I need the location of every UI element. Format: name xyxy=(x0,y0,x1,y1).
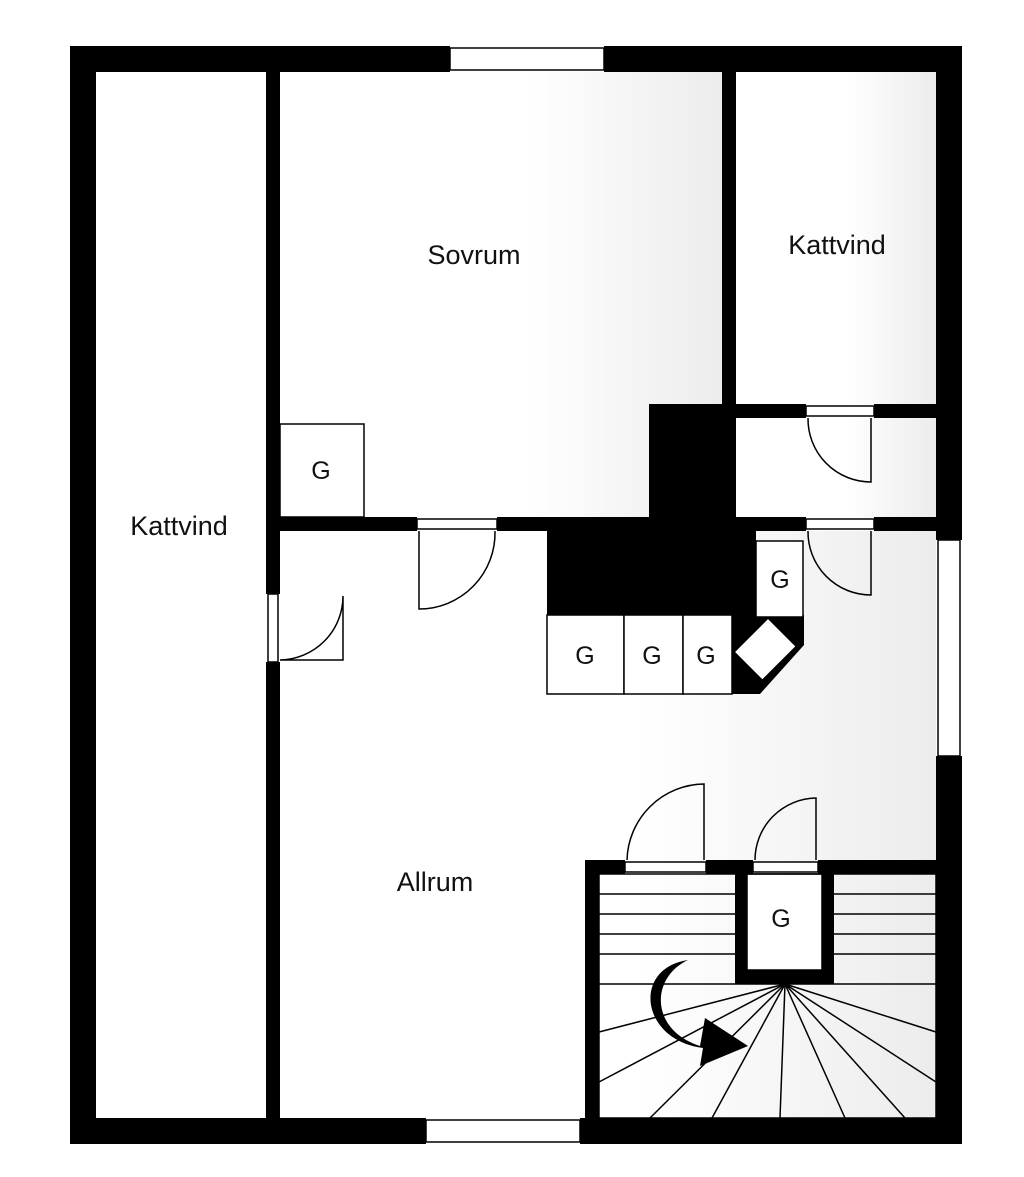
closet-row-3 xyxy=(682,614,733,695)
room-label-kattvind-right: Kattvind xyxy=(788,230,886,260)
door-swing-sovrum xyxy=(418,530,496,610)
closet-label-row-1: G xyxy=(575,642,594,670)
closet-hall xyxy=(755,540,804,618)
door-swing-stair-closet xyxy=(754,797,817,861)
floor-hall xyxy=(736,418,936,519)
closet-label-row-2: G xyxy=(642,642,661,670)
door-swing-kattvind-right xyxy=(807,417,872,483)
windows xyxy=(425,47,961,1143)
stair-winder xyxy=(598,983,786,1083)
chimney-joint xyxy=(649,517,736,531)
stair-closet-left xyxy=(735,874,747,984)
door-opening-kattvind-right xyxy=(805,405,875,417)
closet-sovrum xyxy=(279,423,365,518)
stair-wall-top-b xyxy=(706,860,753,874)
outer-wall-left xyxy=(70,46,96,1144)
stair-closet-right xyxy=(822,874,834,984)
inner-wall-kattvind-lower xyxy=(266,662,280,1118)
walls xyxy=(70,46,962,1144)
door-swing-stair xyxy=(626,783,705,861)
inner-wall-sovrum-bottom-a xyxy=(280,517,417,531)
room-label-kattvind-left: Kattvind xyxy=(130,511,228,541)
inner-wall-kattvind-bottom-b xyxy=(874,404,936,418)
stair-winder xyxy=(598,983,786,1033)
stair-winder xyxy=(711,983,786,1119)
stair-closet-bottom xyxy=(735,970,834,984)
door-swings xyxy=(279,417,872,861)
closet-row-2 xyxy=(623,614,684,695)
inner-wall-hall-bottom-b xyxy=(874,517,936,531)
floor-kattvind-left xyxy=(96,72,268,1118)
outer-wall-top-right xyxy=(604,46,962,72)
stair-winder xyxy=(784,983,906,1119)
outer-wall-right-bottom xyxy=(936,756,962,1144)
closet-label-row-3: G xyxy=(696,642,715,670)
door-opening-hall xyxy=(805,518,875,530)
window-top xyxy=(449,47,605,71)
outer-wall-bottom-right xyxy=(580,1118,962,1144)
closet-label-hall: G xyxy=(770,566,789,594)
stair-direction-arrow xyxy=(650,960,748,1066)
floor-kattvind-right xyxy=(736,72,936,406)
door-opening-stair xyxy=(624,861,707,873)
inner-wall-hall-bottom-a xyxy=(736,517,806,531)
room-label-allrum: Allrum xyxy=(397,867,474,897)
room-label-sovrum: Sovrum xyxy=(427,240,520,270)
door-swing-kattvind xyxy=(279,595,344,661)
stair-winder xyxy=(784,983,937,1083)
stair-wall-left xyxy=(585,860,599,1118)
stair-wall-top-c xyxy=(818,860,936,874)
closet-stair xyxy=(746,873,823,971)
window-right xyxy=(937,539,961,757)
inner-wall-kattvind-bottom-a xyxy=(722,404,806,418)
outer-wall-top-left xyxy=(70,46,450,72)
window-bottom xyxy=(425,1119,581,1143)
closet-label-sovrum: G xyxy=(311,457,330,485)
stair-winder xyxy=(779,983,786,1119)
stair-well xyxy=(598,873,937,1119)
door-swing-hall xyxy=(807,530,872,596)
door-opening-kattvind xyxy=(267,593,279,663)
closet-label-stair: G xyxy=(771,905,790,933)
closet-chimney-diagonal xyxy=(732,616,798,682)
inner-wall-sovrum-right xyxy=(722,72,736,406)
outer-wall-bottom-left xyxy=(70,1118,426,1144)
chimney-mass xyxy=(547,404,756,615)
door-openings xyxy=(267,405,875,873)
stair-winder xyxy=(784,983,937,1033)
door-opening-stair-closet xyxy=(752,861,819,873)
outer-wall-right-top xyxy=(936,46,962,540)
closets xyxy=(279,423,823,971)
door-opening-sovrum xyxy=(416,518,498,530)
stair-winder xyxy=(784,983,846,1119)
inner-wall-sovrum-bottom-b xyxy=(497,517,649,531)
staircase xyxy=(598,873,937,1119)
inner-wall-kattvind xyxy=(266,72,280,594)
